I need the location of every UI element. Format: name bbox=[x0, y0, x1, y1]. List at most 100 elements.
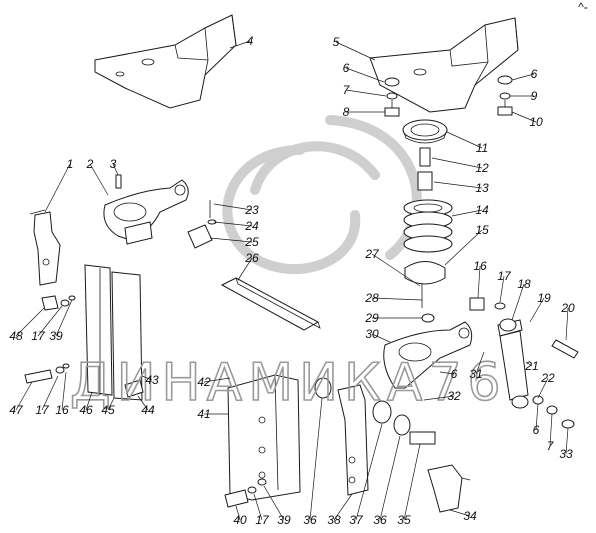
callout-leader-line bbox=[499, 275, 505, 303]
callout-number: 12 bbox=[475, 161, 489, 175]
callout-leader-line bbox=[309, 397, 323, 521]
callout-leader-line bbox=[549, 413, 553, 447]
callout-leader-line bbox=[371, 253, 421, 287]
callout-leader-line bbox=[535, 403, 539, 431]
callout-number: 20 bbox=[560, 301, 575, 315]
callout-leader-line bbox=[237, 257, 253, 281]
callout-leader-line bbox=[37, 305, 63, 337]
callout-number: 25 bbox=[244, 235, 259, 249]
plate-part-23-25 bbox=[187, 200, 217, 249]
callout-number: 33 bbox=[559, 447, 573, 461]
arm-part-38 bbox=[337, 384, 369, 496]
callout-number: 6 bbox=[451, 367, 458, 381]
callout-number: 31 bbox=[469, 367, 482, 381]
fasteners-top bbox=[384, 75, 513, 117]
cap-part-15 bbox=[404, 261, 446, 285]
callout-number: 43 bbox=[145, 373, 159, 387]
callout-number: 7 bbox=[547, 439, 555, 453]
callout-number: 23 bbox=[244, 203, 259, 217]
lever-part-2 bbox=[103, 179, 189, 245]
callout-number: 36 bbox=[373, 513, 387, 527]
callout-number: 2 bbox=[86, 157, 94, 171]
callout-number: 46 bbox=[79, 403, 93, 417]
callout-number: 10 bbox=[529, 115, 543, 129]
callout-leader-line bbox=[55, 299, 73, 337]
callout-number: 9 bbox=[531, 89, 538, 103]
callout-leader-line bbox=[379, 435, 401, 521]
bushings-part-12-13 bbox=[417, 147, 433, 191]
callout-number: 17 bbox=[255, 513, 270, 527]
callout-number: 5 bbox=[333, 35, 340, 49]
callout-number: 17 bbox=[35, 403, 50, 417]
rubber-cup-part-11 bbox=[402, 119, 448, 144]
callout-number: 6 bbox=[343, 61, 350, 75]
callout-leader-line bbox=[537, 377, 549, 399]
callout-leader-line bbox=[511, 111, 537, 123]
callout-leader-line bbox=[446, 131, 483, 149]
callout-leader-line bbox=[565, 427, 569, 455]
callout-number: 16 bbox=[473, 259, 487, 273]
callout-number: 16 bbox=[55, 403, 69, 417]
corner-mark: ^- bbox=[578, 0, 588, 14]
callout-number: 34 bbox=[463, 509, 477, 523]
callout-number: 8 bbox=[343, 105, 350, 119]
callout-leader-line bbox=[15, 307, 45, 337]
callout-number: 24 bbox=[244, 219, 259, 233]
callout-number: 7 bbox=[343, 83, 351, 97]
callout-leader-line bbox=[371, 297, 423, 301]
callout-leader-line bbox=[423, 395, 455, 401]
callout-number: 17 bbox=[31, 329, 46, 343]
callout-number: 26 bbox=[244, 251, 259, 265]
callout-number: 4 bbox=[247, 34, 254, 48]
callout-number: 36 bbox=[303, 513, 317, 527]
callout-leader-line bbox=[451, 209, 483, 217]
callout-leader-line bbox=[475, 351, 485, 375]
callout-number: 19 bbox=[537, 291, 551, 305]
callout-leader-line bbox=[235, 505, 241, 521]
callout-leader-line bbox=[403, 443, 421, 521]
callout-leader-line bbox=[137, 395, 149, 411]
callout-leader-line bbox=[439, 371, 455, 375]
callout-number: 30 bbox=[365, 327, 379, 341]
callout-leader-line bbox=[229, 40, 251, 49]
callout-number: 13 bbox=[475, 181, 489, 195]
callout-number: 17 bbox=[497, 269, 512, 283]
bracket-part-5 bbox=[369, 17, 519, 113]
callout-number: 6 bbox=[531, 67, 538, 81]
callout-number: 45 bbox=[101, 403, 115, 417]
callout-leader-line bbox=[41, 375, 59, 411]
callout-leader-line bbox=[333, 493, 353, 521]
callout-leader-line bbox=[444, 229, 483, 266]
callout-leader-line bbox=[85, 391, 93, 411]
callout-leader-line bbox=[253, 493, 263, 521]
callout-number: 15 bbox=[475, 223, 489, 237]
small-parts-27-29 bbox=[421, 284, 435, 323]
callout-number: 48 bbox=[9, 329, 23, 343]
callout-leader-line bbox=[345, 89, 387, 97]
callout-number: 1 bbox=[67, 157, 74, 171]
callout-leader-line bbox=[345, 67, 385, 83]
callout-number: 6 bbox=[533, 423, 540, 437]
callout-number: 22 bbox=[540, 371, 555, 385]
plates-part-45-46 bbox=[84, 264, 143, 401]
callout-number: 42 bbox=[197, 375, 211, 389]
callout-number: 39 bbox=[277, 513, 291, 527]
bolt-part-40 bbox=[224, 478, 267, 508]
callout-number: 3 bbox=[110, 157, 117, 171]
callout-leader-line bbox=[263, 485, 285, 521]
callout-leader-line bbox=[433, 181, 483, 189]
callout-number: 38 bbox=[327, 513, 341, 527]
callout-leader-line bbox=[44, 163, 71, 213]
watermark-swirl bbox=[222, 115, 422, 274]
bracket-part-34 bbox=[427, 464, 471, 513]
shock-absorber-part-18 bbox=[497, 318, 529, 409]
callout-number: 11 bbox=[476, 141, 488, 155]
callout-leader-line bbox=[449, 509, 471, 517]
bracket-part-1 bbox=[29, 209, 61, 286]
callout-leader-line bbox=[529, 297, 545, 323]
callout-leader-line bbox=[511, 73, 535, 81]
callout-leader-line bbox=[525, 361, 533, 367]
callout-leader-line bbox=[355, 423, 383, 521]
